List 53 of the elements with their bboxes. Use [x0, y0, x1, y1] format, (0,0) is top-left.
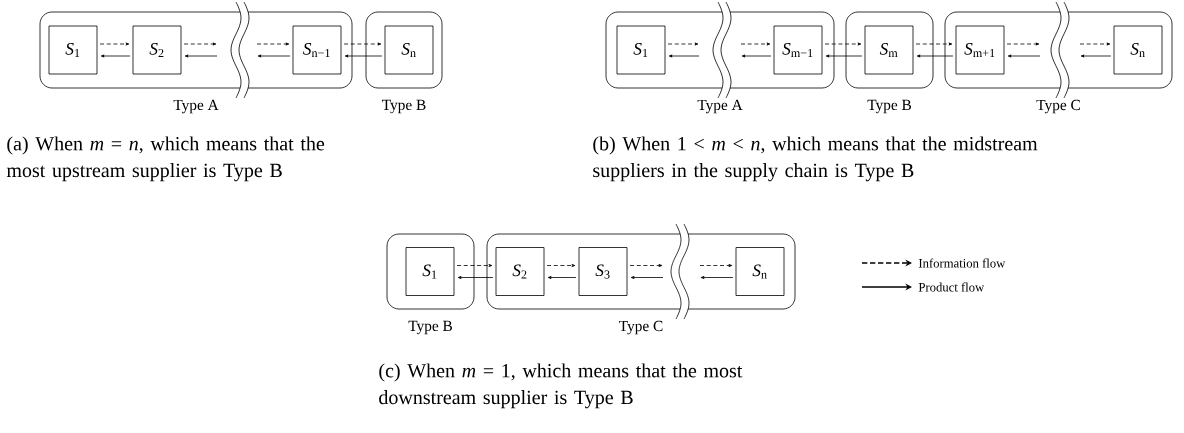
- legend-text: Product flow: [918, 282, 985, 292]
- supplier-box: S$_{m−1}$: [773, 25, 823, 75]
- arrow: [456, 264, 493, 267]
- arrow: [915, 42, 953, 46]
- arrow: [547, 276, 577, 279]
- legend-text: Information flow: [918, 258, 1006, 268]
- supplier-box: S$_{m}$: [864, 25, 914, 75]
- type-label: Type C: [619, 320, 663, 335]
- arrow: [183, 42, 217, 46]
- arrow: [457, 276, 494, 279]
- arrow: [184, 54, 218, 58]
- arrow: [1006, 42, 1040, 46]
- arrow: [668, 54, 700, 58]
- supplier-box: S$_{n−1}$: [292, 25, 342, 75]
- supplier-box: S$_{1}$: [48, 25, 98, 75]
- arrow: [100, 54, 131, 58]
- supplier-box: S$_{2}$: [495, 247, 545, 296]
- supplier-box: S$_{m+1}$: [955, 25, 1005, 75]
- type-label: Type A: [697, 99, 743, 114]
- supplier-box: S$_{n}$: [1113, 25, 1163, 75]
- type-label: Type B: [408, 320, 452, 335]
- arrow: [1080, 54, 1112, 58]
- arrow: [343, 42, 382, 46]
- arrow: [916, 54, 954, 58]
- type-label: Type B: [382, 99, 426, 114]
- supplier-box: S$_{3}$: [578, 247, 628, 296]
- arrow: [740, 42, 771, 46]
- caption: (a) When m = n, which means that the most upstream supplier is Type B: [6, 136, 325, 182]
- type-label: Type B: [867, 99, 911, 114]
- arrow: [824, 42, 862, 46]
- arrow: [257, 54, 291, 58]
- arrow: [700, 276, 734, 279]
- supplier-box: S$_{2}$: [132, 25, 182, 75]
- arrow: [344, 54, 383, 58]
- type-label: Type A: [173, 99, 219, 114]
- supplier-box: S$_{1}$: [616, 25, 666, 75]
- caption: (c) When m = 1, which means that the most downstream supplier is Type B: [379, 363, 743, 409]
- supplier-box: S$_{n}$: [735, 247, 785, 296]
- arrow: [546, 264, 576, 267]
- arrow: [1079, 42, 1111, 46]
- caption: (b) When 1 < m < n, which means that the midstream suppliers in the supply chain is Type B: [593, 136, 1038, 182]
- arrow: [630, 276, 664, 279]
- arrow: [99, 42, 130, 46]
- arrow: [629, 264, 663, 267]
- type-label: Type C: [1036, 99, 1080, 114]
- supplier-box: S$_{n}$: [384, 25, 434, 75]
- arrow: [699, 264, 733, 267]
- supplier-box: S$_{1}$: [405, 247, 455, 296]
- arrow: [256, 42, 290, 46]
- arrow: [1007, 54, 1041, 58]
- arrow: [741, 54, 772, 58]
- arrow: [667, 42, 699, 46]
- arrow: [825, 54, 863, 58]
